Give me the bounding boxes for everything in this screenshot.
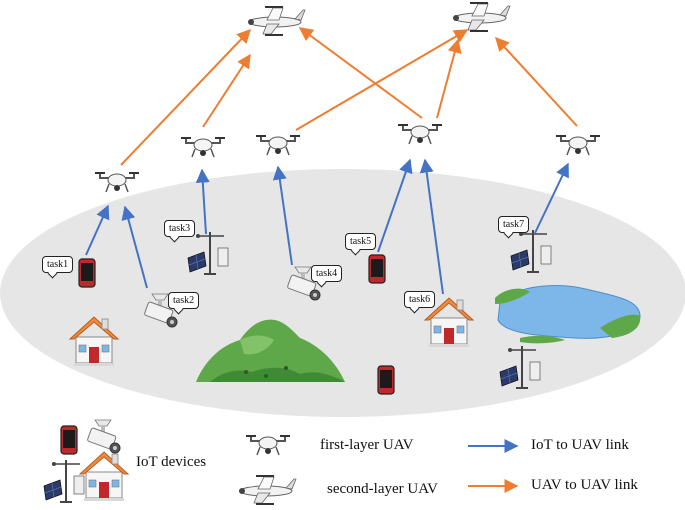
first-layer-uav-icon-1 — [94, 171, 140, 193]
legend-camera-icon — [86, 419, 121, 454]
task-label-5: task5 — [345, 233, 377, 250]
task-label-7: task7 — [498, 216, 530, 233]
first-layer-uav-icon-2 — [180, 136, 226, 158]
legend-house-icon — [79, 451, 129, 502]
legend-iot-devices-label: IoT devices — [136, 454, 207, 470]
second-layer-uav-icon-1 — [247, 5, 306, 37]
first-layer-uav-icon-5 — [555, 134, 601, 156]
legend-iot-link-label: IoT to UAV link — [531, 437, 629, 453]
legend-uav-link-label: UAV to UAV link — [531, 477, 638, 493]
legend-phone-icon — [60, 425, 78, 455]
phone-icon-5 — [368, 254, 386, 284]
first-layer-uav-icon-3 — [255, 134, 301, 156]
legend-second-layer-label: second-layer UAV — [327, 481, 438, 497]
lake-icon — [495, 285, 641, 344]
task-label-4: task4 — [311, 265, 343, 282]
hill-icon — [196, 319, 345, 382]
first-layer-uav-icon-4 — [397, 123, 443, 145]
task-label-3: task3 — [164, 220, 196, 237]
legend-quadcopter-icon — [245, 434, 291, 456]
task-label-2: task2 — [168, 292, 200, 309]
second-layer-uav-icon-2 — [452, 1, 511, 33]
phone-icon-1 — [78, 258, 96, 288]
iot-to-uav-links — [85, 158, 569, 295]
task-label-6: task6 — [404, 291, 436, 308]
uav-to-uav-links — [120, 27, 578, 166]
legend-first-layer-label: first-layer UAV — [320, 437, 414, 453]
legend-fixed-wing-uav-icon — [238, 474, 297, 506]
phone-icon — [377, 365, 395, 395]
legend-weather-station-icon — [43, 459, 85, 503]
task-label-1: task1 — [42, 256, 74, 273]
